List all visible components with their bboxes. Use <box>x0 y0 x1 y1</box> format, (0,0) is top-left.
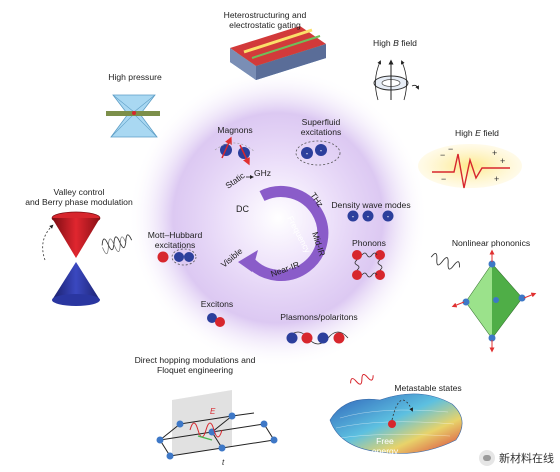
magnons-icon <box>214 136 256 166</box>
high-pressure-icon <box>106 94 160 138</box>
svg-text:-: - <box>352 212 355 221</box>
plasmons-icon <box>286 331 349 345</box>
excitons-icon <box>207 313 225 327</box>
wechat-icon <box>479 450 495 466</box>
density-wave-icon: - - - <box>347 210 394 222</box>
nonlinear-phononics-icon <box>430 249 537 353</box>
valley-cones-icon <box>42 211 133 306</box>
dc-label: DC <box>236 204 249 214</box>
hopping-lattice-icon <box>156 390 278 460</box>
svg-text:−: − <box>448 144 453 154</box>
superfluid-icon: - - <box>295 140 341 166</box>
svg-text:+: + <box>500 156 505 166</box>
high-b-field-label: High B field <box>373 38 417 48</box>
svg-text:−: − <box>440 150 445 160</box>
svg-text:-: - <box>367 212 370 221</box>
magnons-label: Magnons <box>217 125 253 135</box>
nonlinear-phononics-label: Nonlinear phononics <box>451 238 531 248</box>
plasmons-label: Plasmons/polaritons <box>280 312 358 322</box>
phonons-icon <box>352 250 385 280</box>
svg-text:-: - <box>387 212 390 221</box>
watermark: 新材料在线 <box>479 450 554 466</box>
high-pressure-label: High pressure <box>108 72 162 82</box>
high-e-field-label: High E field <box>455 128 499 138</box>
e-symbol: E <box>210 407 216 416</box>
density-wave-label: Density wave modes <box>331 200 411 210</box>
central-glow <box>128 68 428 368</box>
svg-text:+: + <box>492 148 497 158</box>
ghz-label: GHz <box>254 168 271 178</box>
svg-text:-: - <box>306 149 309 158</box>
phonons-label: Phonons <box>352 238 386 248</box>
svg-text:+: + <box>494 174 499 184</box>
high-e-field-icon: − − − + + + <box>418 144 522 189</box>
mott-hubbard-icon <box>157 248 197 266</box>
svg-text:−: − <box>441 174 446 184</box>
t-symbol: t <box>222 458 225 467</box>
frequency-arrow <box>238 186 329 281</box>
high-b-field-icon <box>373 59 419 101</box>
metastable-states-label: Metastable states <box>394 383 462 393</box>
heterostructure-icon <box>230 26 326 80</box>
svg-text:-: - <box>320 146 323 155</box>
excitons-label: Excitons <box>200 299 234 309</box>
free-energy-surface-icon <box>329 374 463 454</box>
